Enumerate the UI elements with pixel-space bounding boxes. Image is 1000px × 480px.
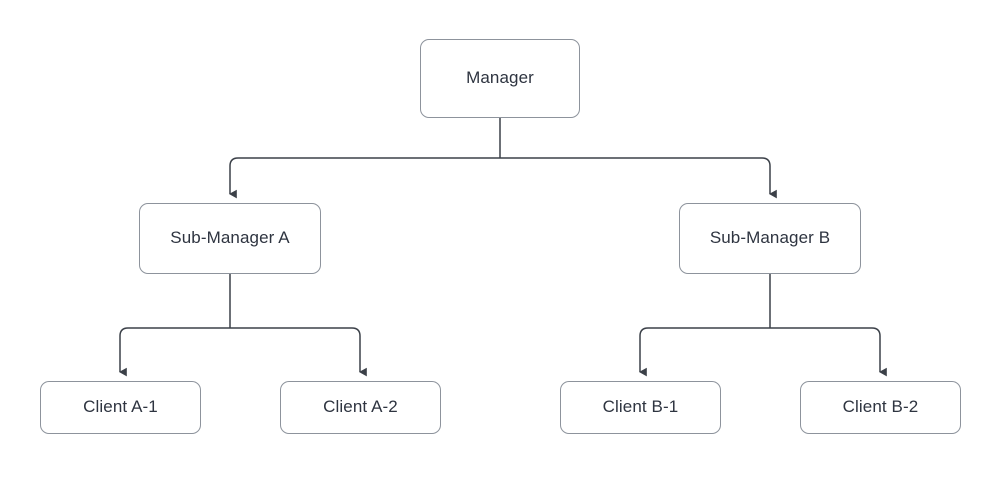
edge-manager-to-sub-b [500, 157, 777, 199]
node-sub-manager-a[interactable]: Sub-Manager A [139, 203, 321, 274]
edge-sub-b-to-client-b2 [770, 327, 887, 377]
edge-sub-b-to-client-b1 [639, 327, 770, 377]
node-client-a-2[interactable]: Client A-2 [280, 381, 441, 434]
node-client-a-2-label: Client A-2 [323, 397, 398, 417]
node-manager-label: Manager [466, 68, 534, 88]
edge-sub-a-to-client-a1 [119, 327, 230, 377]
node-client-b-2[interactable]: Client B-2 [800, 381, 961, 434]
node-manager[interactable]: Manager [420, 39, 580, 118]
node-client-b-1-label: Client B-1 [602, 397, 679, 417]
node-client-b-2-label: Client B-2 [842, 397, 919, 417]
node-sub-manager-b[interactable]: Sub-Manager B [679, 203, 861, 274]
node-sub-manager-a-label: Sub-Manager A [170, 228, 290, 248]
node-client-b-1[interactable]: Client B-1 [560, 381, 721, 434]
node-client-a-1-label: Client A-1 [83, 397, 158, 417]
edge-sub-a-to-client-a2 [230, 327, 367, 377]
node-sub-manager-b-label: Sub-Manager B [709, 228, 831, 248]
edge-manager-to-sub-a [229, 157, 500, 199]
node-client-a-1[interactable]: Client A-1 [40, 381, 201, 434]
